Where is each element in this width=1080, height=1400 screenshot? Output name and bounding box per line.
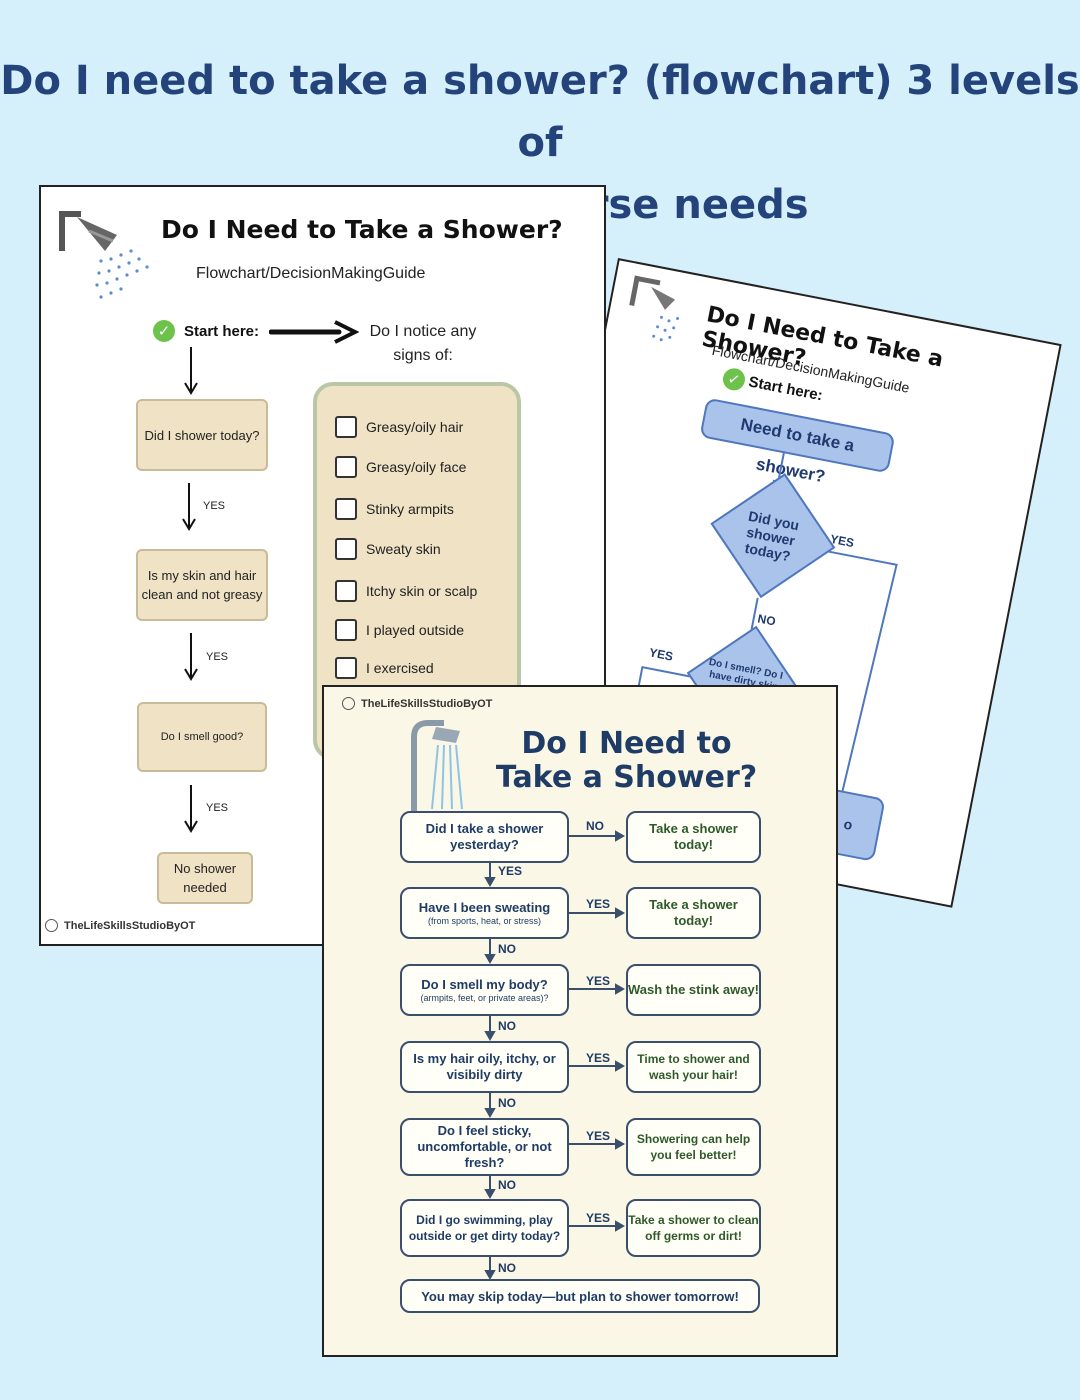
step-2-question-note: (from sports, heat, or stress) (427, 915, 542, 926)
sheet1-yes-3: YES (206, 802, 229, 814)
checkbox-icon[interactable] (335, 619, 357, 641)
sign-label: Stinky armpits (366, 501, 454, 517)
sheet3-title: Do I Need to Take a Shower? (495, 726, 758, 795)
step-1-branch-label: NO (586, 819, 604, 833)
step-6-down-label: NO (498, 1261, 516, 1275)
sheet1-question-1: Did I shower today? (136, 399, 268, 471)
step-6-question-text: Did I go swimming, play outside or get d… (408, 1213, 561, 1243)
sign-row[interactable]: Greasy/oily hair (335, 416, 463, 438)
sheet1-subtitle: Flowchart/DecisionMakingGuide (196, 265, 426, 282)
step-6-branch-label: YES (586, 1211, 611, 1225)
step-3-question-text: Do I smell my body? (421, 976, 548, 992)
sheet1-end-box: No shower needed (157, 852, 253, 904)
step-5-question-text: Do I feel sticky, uncomfortable, or not … (417, 1123, 552, 1170)
signs-checklist-panel: Greasy/oily hair Greasy/oily face Stinky… (313, 382, 521, 760)
step-2-answer: Take a shower today! (626, 887, 761, 939)
sheet1-yes-2: YES (206, 651, 229, 663)
step-6-answer: Take a shower to clean off germs or dirt… (626, 1199, 761, 1257)
arrow-down-icon (184, 785, 198, 833)
checkbox-icon[interactable] (335, 538, 357, 560)
step-5-answer: Showering can help you feel better! (626, 1118, 761, 1176)
headline-line-1: Do I need to take a shower? (flowchart) … (0, 58, 1080, 166)
step-5-question: Do I feel sticky, uncomfortable, or not … (400, 1118, 569, 1176)
sign-label: I played outside (366, 622, 465, 638)
step-3-answer: Wash the stink away! (626, 964, 761, 1016)
shower-head-icon (59, 211, 149, 299)
sheet1-question-2: Is my skin and hair clean and not greasy (136, 549, 268, 621)
sign-label: Sweaty skin (366, 541, 441, 557)
sign-label: I exercised (366, 660, 434, 676)
sign-label: Greasy/oily face (366, 459, 467, 475)
step-2-question: Have I been sweating(from sports, heat, … (400, 887, 569, 939)
arrow-down-icon (182, 483, 196, 531)
check-icon: ✓ (153, 320, 175, 342)
step-4-question: Is my hair oily, itchy, or visibily dirt… (400, 1041, 569, 1093)
step-1-answer: Take a shower today! (626, 811, 761, 863)
step-2-branch-label: YES (586, 897, 611, 911)
arrow-icon (269, 320, 359, 344)
step-4-question-text: Is my hair oily, itchy, or visibily dirt… (413, 1051, 556, 1082)
step-3-question-note: (armpits, feet, or private areas)? (420, 992, 549, 1003)
final-box: You may skip today—but plan to shower to… (400, 1279, 760, 1313)
sign-row[interactable]: Greasy/oily face (335, 456, 466, 478)
sheet3-connectors (484, 830, 626, 1281)
step-1-question-text: Did I take a shower yesterday? (425, 821, 544, 852)
globe-icon (45, 919, 58, 932)
arrow-down-icon (184, 633, 198, 681)
checkbox-icon[interactable] (335, 456, 357, 478)
step-3-down-label: NO (498, 1019, 516, 1033)
step-2-down-label: NO (498, 942, 516, 956)
sign-row[interactable]: Stinky armpits (335, 498, 454, 520)
sheet1-question-3: Do I smell good? (137, 702, 267, 772)
sign-row[interactable]: Sweaty skin (335, 538, 441, 560)
checkbox-icon[interactable] (335, 580, 357, 602)
sign-row[interactable]: I played outside (335, 619, 464, 641)
sheet3-brand-text: TheLifeSkillsStudioByOT (361, 697, 493, 710)
step-5-branch-label: YES (586, 1129, 611, 1143)
checkbox-icon[interactable] (335, 416, 357, 438)
step-1-down-label: YES (498, 864, 523, 878)
step-4-answer: Time to shower and wash your hair! (626, 1041, 761, 1093)
sheet1-brand: TheLifeSkillsStudioByOT (45, 919, 195, 932)
sheet1-start-label: Start here: (184, 323, 260, 340)
shower-head-icon (411, 720, 463, 815)
step-4-branch-label: YES (586, 1051, 611, 1065)
sheet1-brand-text: TheLifeSkillsStudioByOT (64, 919, 196, 932)
globe-icon (342, 697, 355, 710)
sign-label: Greasy/oily hair (366, 419, 464, 435)
shower-head-icon (629, 275, 680, 342)
step-6-question: Did I go swimming, play outside or get d… (400, 1199, 569, 1257)
sign-row[interactable]: I exercised (335, 657, 434, 679)
step-1-question: Did I take a shower yesterday? (400, 811, 569, 863)
arrow-down-icon (184, 347, 198, 395)
step-3-question: Do I smell my body?(armpits, feet, or pr… (400, 964, 569, 1016)
detailed-steps-sheet: TheLifeSkillsStudioByOT Do I Need to Tak… (322, 685, 838, 1357)
step-5-down-label: NO (498, 1178, 516, 1192)
sign-label: Itchy skin or scalp (366, 583, 478, 599)
step-2-question-text: Have I been sweating (418, 899, 551, 915)
detailed-flowchart-sheet: Do I Need to Take a Shower? Flowchart/De… (508, 258, 1062, 908)
step-4-down-label: NO (498, 1096, 516, 1110)
sheet1-yes-1: YES (203, 500, 226, 512)
checkbox-icon[interactable] (335, 498, 357, 520)
sign-row[interactable]: Itchy skin or scalp (335, 580, 477, 602)
step-3-branch-label: YES (586, 974, 611, 988)
sheet1-title: Do I Need to Take a Shower? (161, 215, 563, 244)
sheet3-brand: TheLifeSkillsStudioByOT (342, 697, 492, 710)
sheet1-notice: Do I notice any signs of: (369, 323, 477, 364)
checkbox-icon[interactable] (335, 657, 357, 679)
